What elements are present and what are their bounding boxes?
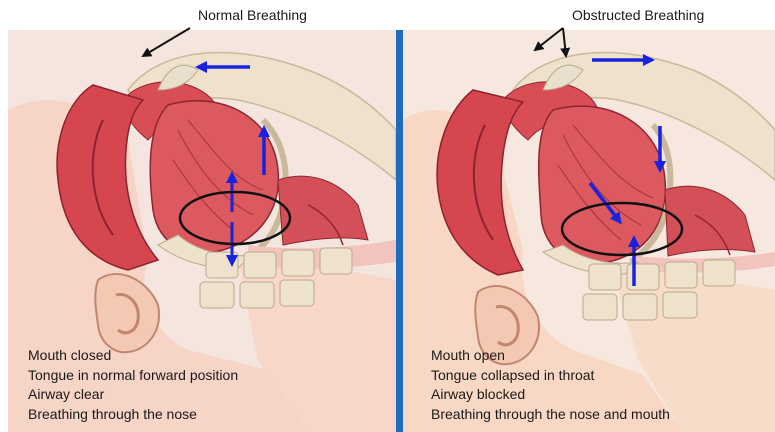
panel-divider	[396, 30, 403, 432]
obstructed-breathing-panel: Mouth open Tongue collapsed in throat Ai…	[403, 30, 775, 432]
obstructed-breathing-caption: Mouth open Tongue collapsed in throat Ai…	[431, 346, 670, 424]
caption-line: Breathing through the nose	[28, 405, 238, 425]
caption-line: Breathing through the nose and mouth	[431, 405, 670, 425]
caption-line: Tongue collapsed in throat	[431, 366, 670, 386]
caption-line: Mouth open	[431, 346, 670, 366]
caption-line: Tongue in normal forward position	[28, 366, 238, 386]
caption-line: Mouth closed	[28, 346, 238, 366]
normal-breathing-title: Normal Breathing	[198, 7, 307, 23]
caption-line: Airway clear	[28, 385, 238, 405]
obstructed-breathing-title: Obstructed Breathing	[572, 7, 704, 23]
normal-breathing-caption: Mouth closed Tongue in normal forward po…	[28, 346, 238, 424]
normal-breathing-panel: Mouth closed Tongue in normal forward po…	[8, 30, 396, 432]
caption-line: Airway blocked	[431, 385, 670, 405]
